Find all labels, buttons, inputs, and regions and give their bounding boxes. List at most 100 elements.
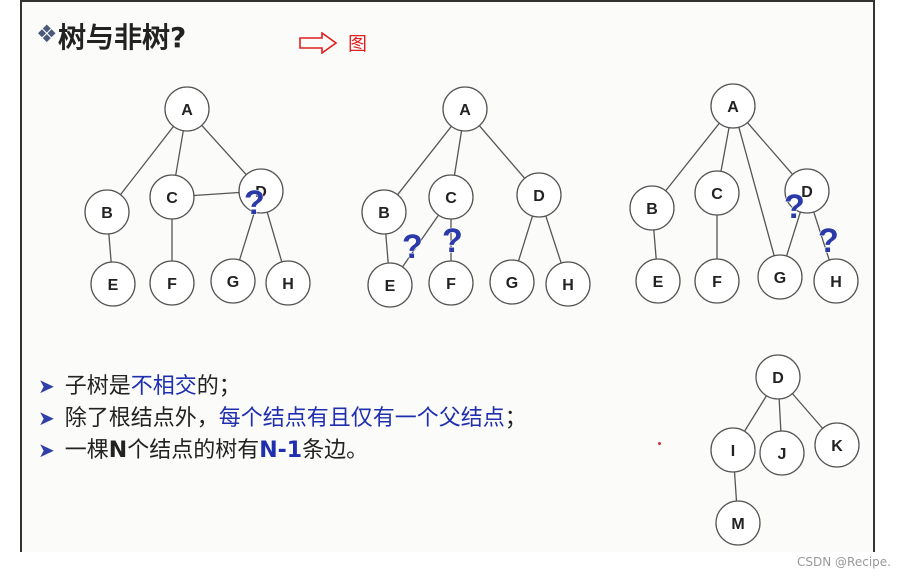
node-label: F xyxy=(712,274,722,291)
node-circle xyxy=(757,254,803,300)
bullet-2-text-b: ； xyxy=(504,406,527,431)
node-label: A xyxy=(459,102,471,119)
node-label: H xyxy=(562,277,574,294)
node-label: I xyxy=(731,443,735,460)
node-circle xyxy=(710,83,756,129)
title-bullet-icon: ❖ xyxy=(36,20,58,48)
bullet-arrow-icon: ➤ xyxy=(38,374,55,398)
question-mark-icon: ? xyxy=(402,228,423,266)
node-b: B xyxy=(84,189,130,235)
node-circle xyxy=(164,86,210,132)
bullet-2: ➤除了根结点外，每个结点有且仅有一个父结点； xyxy=(38,400,527,432)
node-label: B xyxy=(646,201,658,218)
node-circle xyxy=(149,174,195,220)
node-circle xyxy=(90,261,136,307)
node-circle xyxy=(715,500,761,546)
tree-1: A B C D E F G H? xyxy=(84,86,311,307)
edge-d-k xyxy=(791,393,824,429)
node-label: F xyxy=(446,276,456,293)
node-circle xyxy=(516,172,562,218)
node-e: E xyxy=(90,261,136,307)
node-label: H xyxy=(282,276,294,293)
node-circle xyxy=(442,86,488,132)
edge-a-c xyxy=(453,130,463,176)
node-e: E xyxy=(635,258,681,304)
node-f: F xyxy=(149,260,195,306)
edge-a-b xyxy=(119,125,175,196)
bullet-3-text-b: 个结点的树有 xyxy=(127,438,260,463)
node-label: D xyxy=(772,370,784,387)
bullet-3-text-a: 一棵 xyxy=(64,438,109,463)
bullet-3-n: N xyxy=(108,438,128,463)
node-circle xyxy=(710,427,756,473)
edge-a-b xyxy=(397,125,452,196)
question-mark-icon: ? xyxy=(442,222,463,260)
node-a: A xyxy=(164,86,210,132)
edge-d-h xyxy=(266,211,283,263)
node-d: D xyxy=(238,168,284,214)
edge-a-g xyxy=(738,127,775,256)
bullet-arrow-icon: ➤ xyxy=(38,438,55,462)
edge-d-g xyxy=(785,211,802,257)
bullet-1-text-b: 的； xyxy=(196,374,241,399)
node-h: H xyxy=(265,260,311,306)
question-mark-icon: ? xyxy=(244,184,265,222)
node-circle xyxy=(694,258,740,304)
node-label: C xyxy=(445,190,457,207)
node-label: C xyxy=(711,186,723,203)
edge-b-e xyxy=(653,229,657,260)
bullet-3-text-c: 条边。 xyxy=(302,438,369,463)
node-label: B xyxy=(101,205,113,222)
bullet-3: ➤ 一棵N个结点的树有N-1条边。 xyxy=(38,432,368,464)
node-circle xyxy=(755,354,801,400)
node-label: D xyxy=(533,188,545,205)
node-circle xyxy=(813,258,859,304)
red-dot xyxy=(658,442,661,445)
edge-d-h xyxy=(545,215,562,264)
node-g: G xyxy=(757,254,803,300)
node-label: A xyxy=(181,102,193,119)
edge-a-d xyxy=(201,124,247,176)
node-k: K xyxy=(814,422,860,468)
node-b: B xyxy=(361,189,407,235)
watermark-credit: CSDN @Recipe. xyxy=(797,555,891,569)
node-label: M xyxy=(731,516,744,533)
node-circle xyxy=(759,430,805,476)
node-circle xyxy=(210,258,256,304)
node-circle xyxy=(265,260,311,306)
node-circle xyxy=(367,262,413,308)
node-g: G xyxy=(489,259,535,305)
node-label: E xyxy=(653,274,664,291)
node-c: C xyxy=(694,170,740,216)
node-label: E xyxy=(385,278,396,295)
node-a: A xyxy=(442,86,488,132)
edge-a-c xyxy=(720,127,730,172)
edge-a-b xyxy=(665,122,720,192)
node-circle xyxy=(694,170,740,216)
node-label: F xyxy=(167,276,177,293)
node-label: B xyxy=(378,205,390,222)
node-h: H xyxy=(545,261,591,307)
node-b: B xyxy=(629,185,675,231)
right-arrow-icon xyxy=(298,31,338,58)
node-g: G xyxy=(210,258,256,304)
node-circle xyxy=(635,258,681,304)
edge-c-d xyxy=(193,191,240,197)
bullet-3-emphasis: N-1 xyxy=(259,438,303,463)
bullet-2-text-a: 除了根结点外， xyxy=(64,406,219,431)
node-f: F xyxy=(428,260,474,306)
node-h: H xyxy=(813,258,859,304)
node-c: C xyxy=(428,174,474,220)
node-label: G xyxy=(774,270,786,287)
edge-a-c xyxy=(175,130,184,176)
edge-d-g xyxy=(517,215,534,262)
edge-d-h xyxy=(813,211,830,261)
node-f: F xyxy=(694,258,740,304)
edge-i-m xyxy=(733,471,738,502)
node-label: C xyxy=(166,190,178,207)
node-circle xyxy=(545,261,591,307)
node-label: G xyxy=(506,275,518,292)
